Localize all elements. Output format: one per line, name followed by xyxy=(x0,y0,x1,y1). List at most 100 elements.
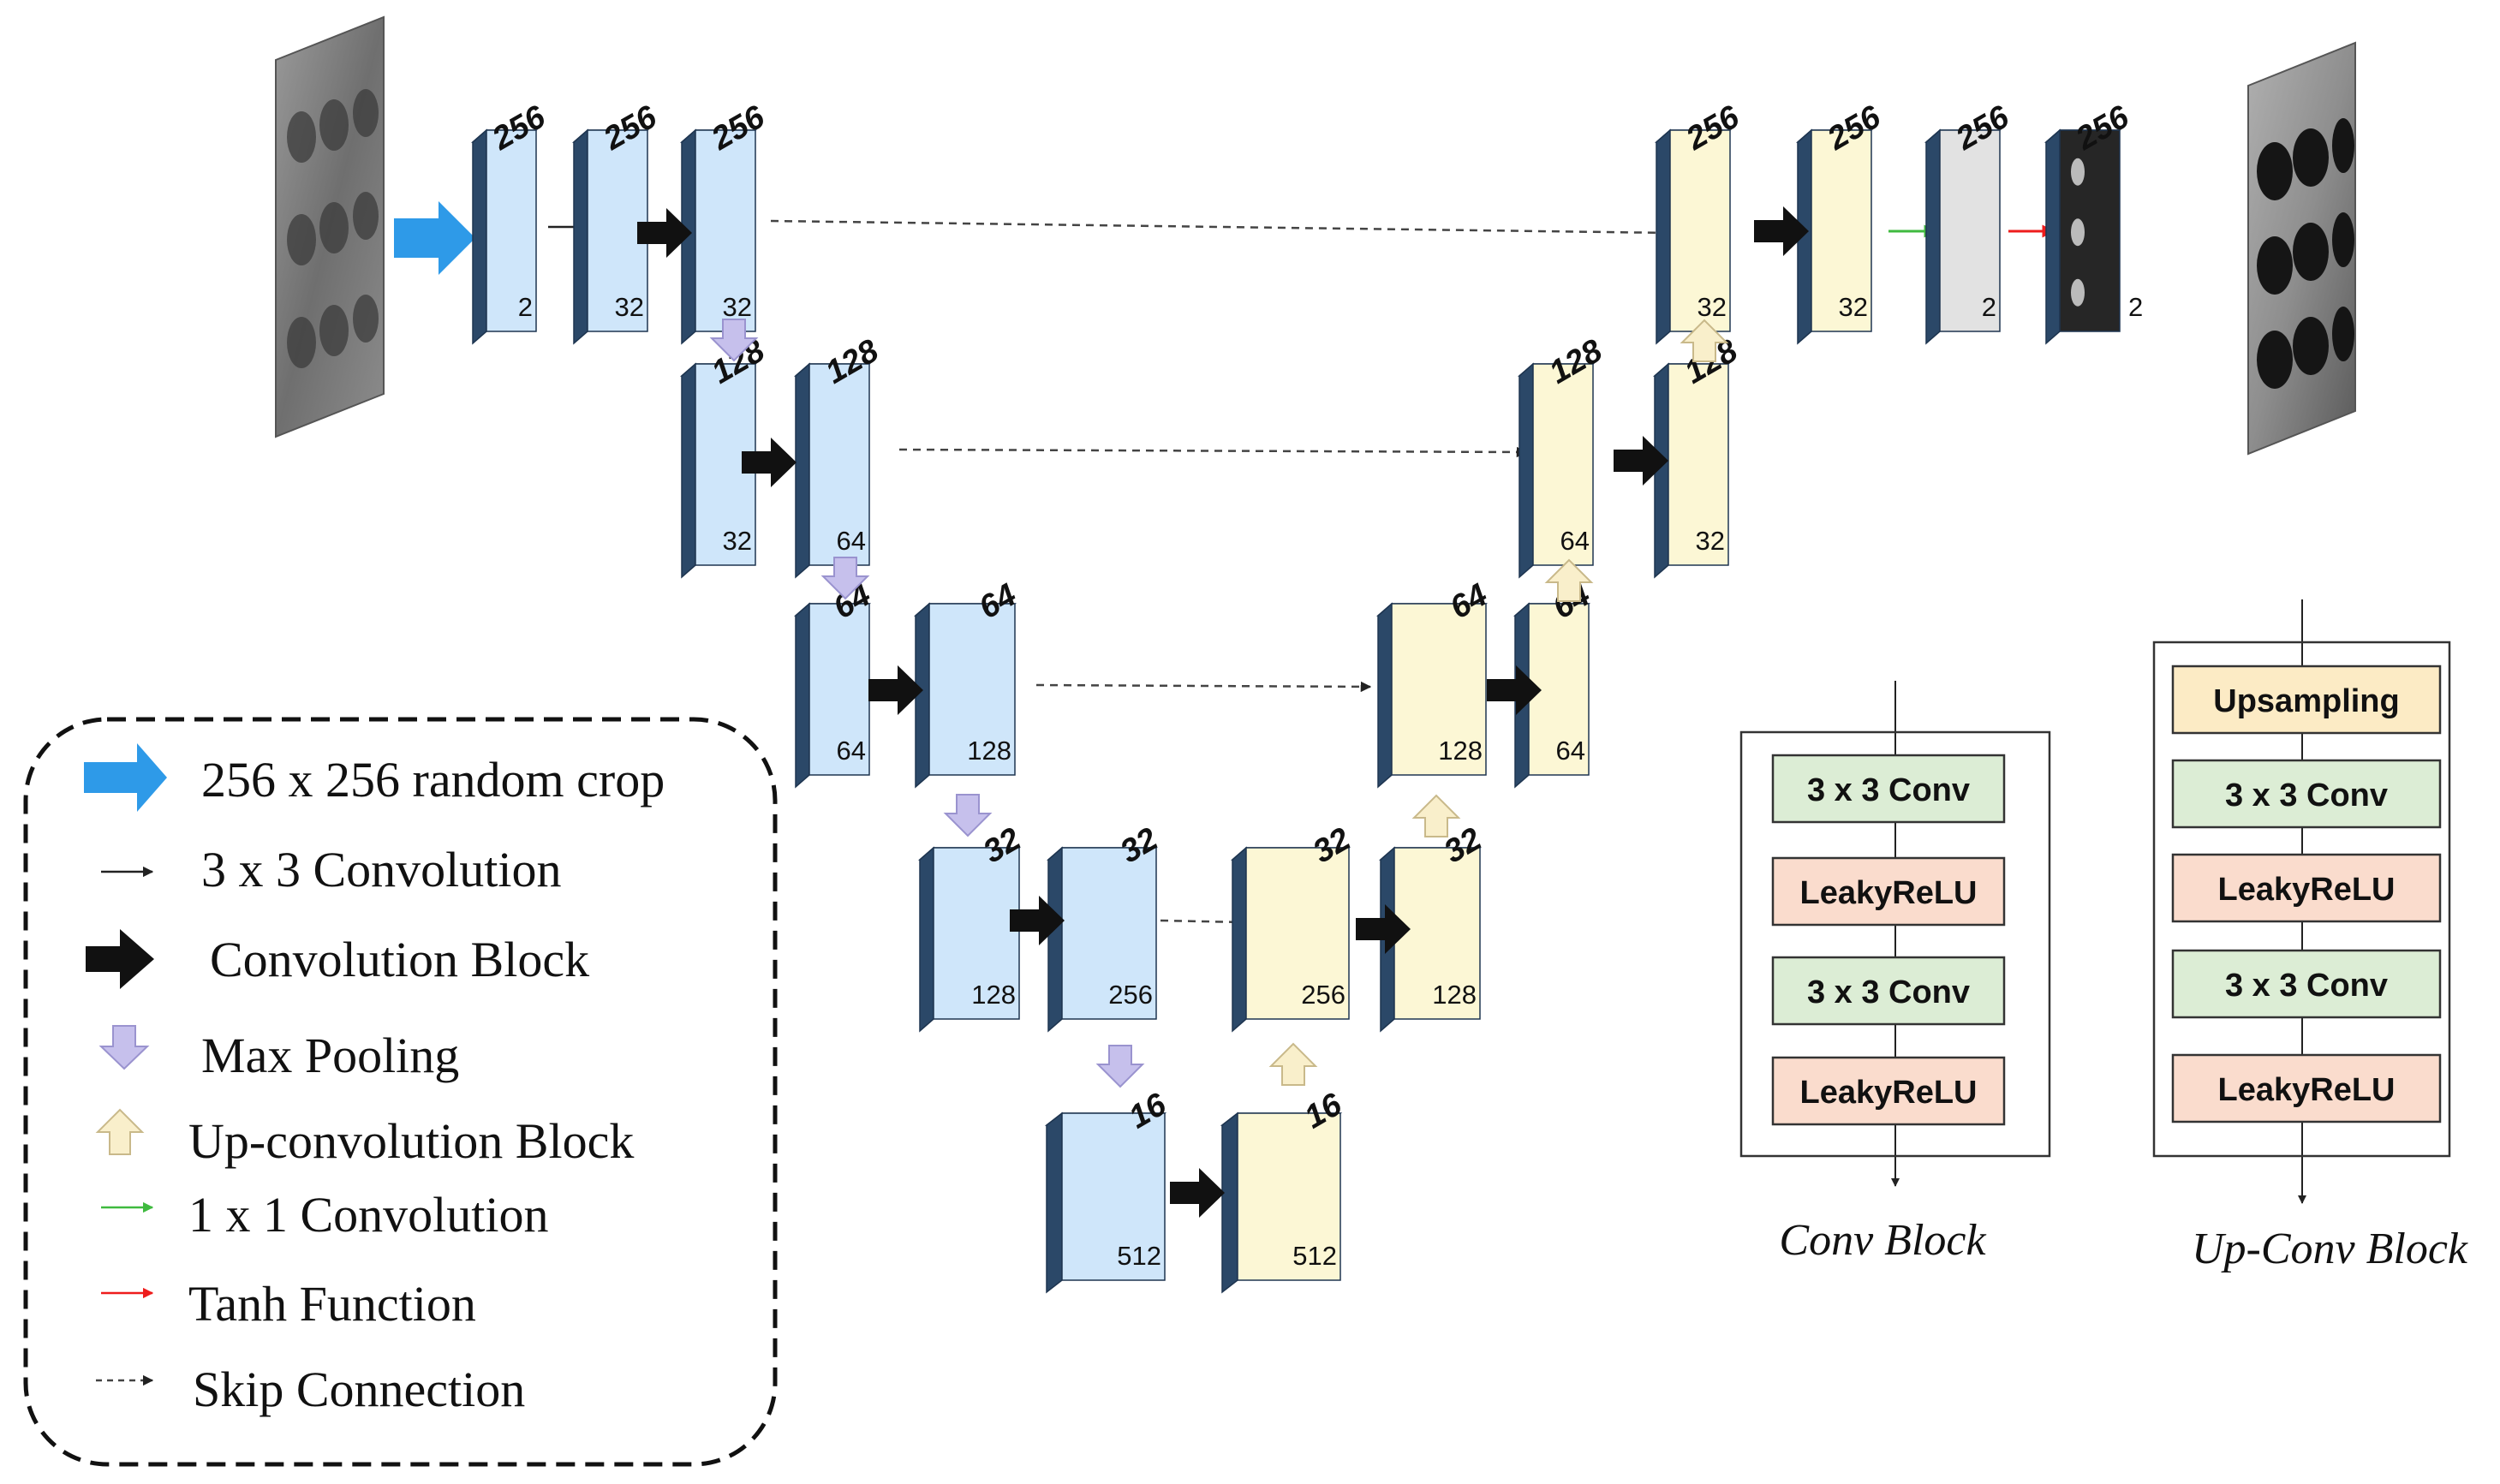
upconv-block-panel: Upsampling 3 x 3 Conv LeakyReLU 3 x 3 Co… xyxy=(2152,599,2468,1273)
legend-frame xyxy=(23,717,778,1467)
conv-block-arrow-1 xyxy=(637,208,692,258)
legend-maxpool-label: Max Pooling xyxy=(201,1028,459,1083)
feature-map-side-dec3a xyxy=(1377,602,1393,789)
feature-map-side-dec1a xyxy=(1656,128,1671,345)
feature-map-channel-label: 128 xyxy=(967,736,1011,766)
feature-map-channel-label: 2 xyxy=(518,292,533,322)
feature-map-side-dec2a xyxy=(1518,362,1534,579)
feature-map-side-enc2b xyxy=(795,362,810,579)
feature-map-channel-label: 32 xyxy=(1697,292,1727,322)
legend-conv3-label: 3 x 3 Convolution xyxy=(201,842,562,897)
feature-map-channel-label: 64 xyxy=(837,526,866,556)
feature-map-side-enc4a xyxy=(919,846,934,1033)
legend-conv-block-label: Convolution Block xyxy=(210,932,589,987)
conv-block-layer-2 xyxy=(1771,856,2006,927)
max-pool-arrow-4 xyxy=(1095,1045,1145,1088)
legend-maxpool-arrow-icon xyxy=(98,1025,150,1070)
feature-map-side-enc3a xyxy=(795,602,810,789)
upconv-block-layer-5 xyxy=(2171,1053,2442,1123)
feature-map-channel-label: 2 xyxy=(2128,292,2143,322)
input-image xyxy=(275,15,385,438)
feature-map-side-dec4a xyxy=(1232,846,1247,1033)
feature-map-face-enc4b xyxy=(1061,847,1157,1020)
feature-map-channel-label: 256 xyxy=(1108,980,1153,1010)
conv-block-arrow-8 xyxy=(1614,436,1668,486)
feature-map-face-dec2b xyxy=(1668,363,1729,566)
legend-crop-arrow-icon xyxy=(84,743,167,812)
feature-map-channel-label: 2 xyxy=(1982,292,1996,322)
feature-map-side-dec1c xyxy=(1925,128,1941,345)
feature-map-channel-label: 32 xyxy=(615,292,644,322)
upconv-block-layer-1 xyxy=(2171,665,2442,735)
legend-crop-label: 256 x 256 random crop xyxy=(201,752,665,808)
legend-upconv-label: Up-convolution Block xyxy=(188,1113,634,1169)
conv-block-arrow-9 xyxy=(1754,206,1809,256)
feature-map-face-enc2a xyxy=(695,363,756,566)
feature-map-face-out xyxy=(2059,129,2121,332)
upconv-block-layer-5-label: LeakyReLU xyxy=(2218,1072,2396,1108)
up-conv-arrow-2 xyxy=(1411,794,1461,837)
conv-block-caption: Conv Block xyxy=(1779,1216,1986,1265)
feature-map-face-dec2a xyxy=(1532,363,1594,566)
conv-block-layer-3 xyxy=(1771,956,2006,1026)
legend-conv-block-arrow-icon xyxy=(86,929,154,989)
skip-connection-level-1 xyxy=(770,219,1672,239)
crop-arrow xyxy=(394,201,475,275)
output-map-dot xyxy=(2071,158,2085,186)
feature-map-face-enc3a xyxy=(808,603,870,776)
upconv-block-layer-3 xyxy=(2171,853,2442,923)
conv-block-arrow-6 xyxy=(1356,904,1411,954)
conv-block-layer-4-label: LeakyReLU xyxy=(1800,1075,1978,1111)
conv-block-layer-1 xyxy=(1771,754,2006,824)
feature-map-side-enc1a xyxy=(472,128,487,345)
max-pool-arrow-1 xyxy=(709,319,759,362)
feature-map-channel-label: 64 xyxy=(837,736,866,766)
legend: 256 x 256 random crop 3 x 3 Convolution … xyxy=(23,717,778,1467)
feature-map-channel-label: 512 xyxy=(1292,1241,1337,1271)
feature-map-face-dec4b xyxy=(1393,847,1481,1020)
conv-block-arrow-7 xyxy=(1487,665,1542,715)
conv-block-arrow-4 xyxy=(1010,896,1065,945)
feature-map-channel-label: 256 xyxy=(1301,980,1345,1010)
feature-map-face-bot_a xyxy=(1061,1112,1166,1281)
conv-block-arrow-5 xyxy=(1170,1168,1225,1218)
up-conv-arrow-4 xyxy=(1680,319,1729,362)
feature-map-channel-label: 128 xyxy=(1438,736,1483,766)
legend-tanh-label: Tanh Function xyxy=(188,1276,476,1332)
upconv-block-layer-4 xyxy=(2171,949,2442,1019)
feature-map-channel-label: 64 xyxy=(1556,736,1585,766)
feature-map-side-enc1b xyxy=(573,128,588,345)
feature-map-side-enc2a xyxy=(681,362,696,579)
feature-map-side-out xyxy=(2045,128,2061,345)
conv-block-layer-2-label: LeakyReLU xyxy=(1800,875,1978,911)
feature-map-face-enc3b xyxy=(928,603,1016,776)
feature-map-channel-label: 128 xyxy=(1432,980,1477,1010)
upconv-block-layer-3-label: LeakyReLU xyxy=(2218,872,2396,908)
feature-map-side-bot_a xyxy=(1046,1112,1063,1294)
output-image xyxy=(2247,41,2356,456)
feature-map-channel-label: 128 xyxy=(971,980,1016,1010)
feature-map-face-enc2b xyxy=(808,363,870,566)
feature-map-face-dec1c xyxy=(1939,129,2001,332)
upconv-block-caption: Up-Conv Block xyxy=(2192,1225,2468,1273)
conv-block-layer-3-label: 3 x 3 Conv xyxy=(1807,974,1970,1010)
max-pool-arrow-3 xyxy=(943,794,993,837)
legend-skip-label: Skip Connection xyxy=(193,1362,525,1417)
